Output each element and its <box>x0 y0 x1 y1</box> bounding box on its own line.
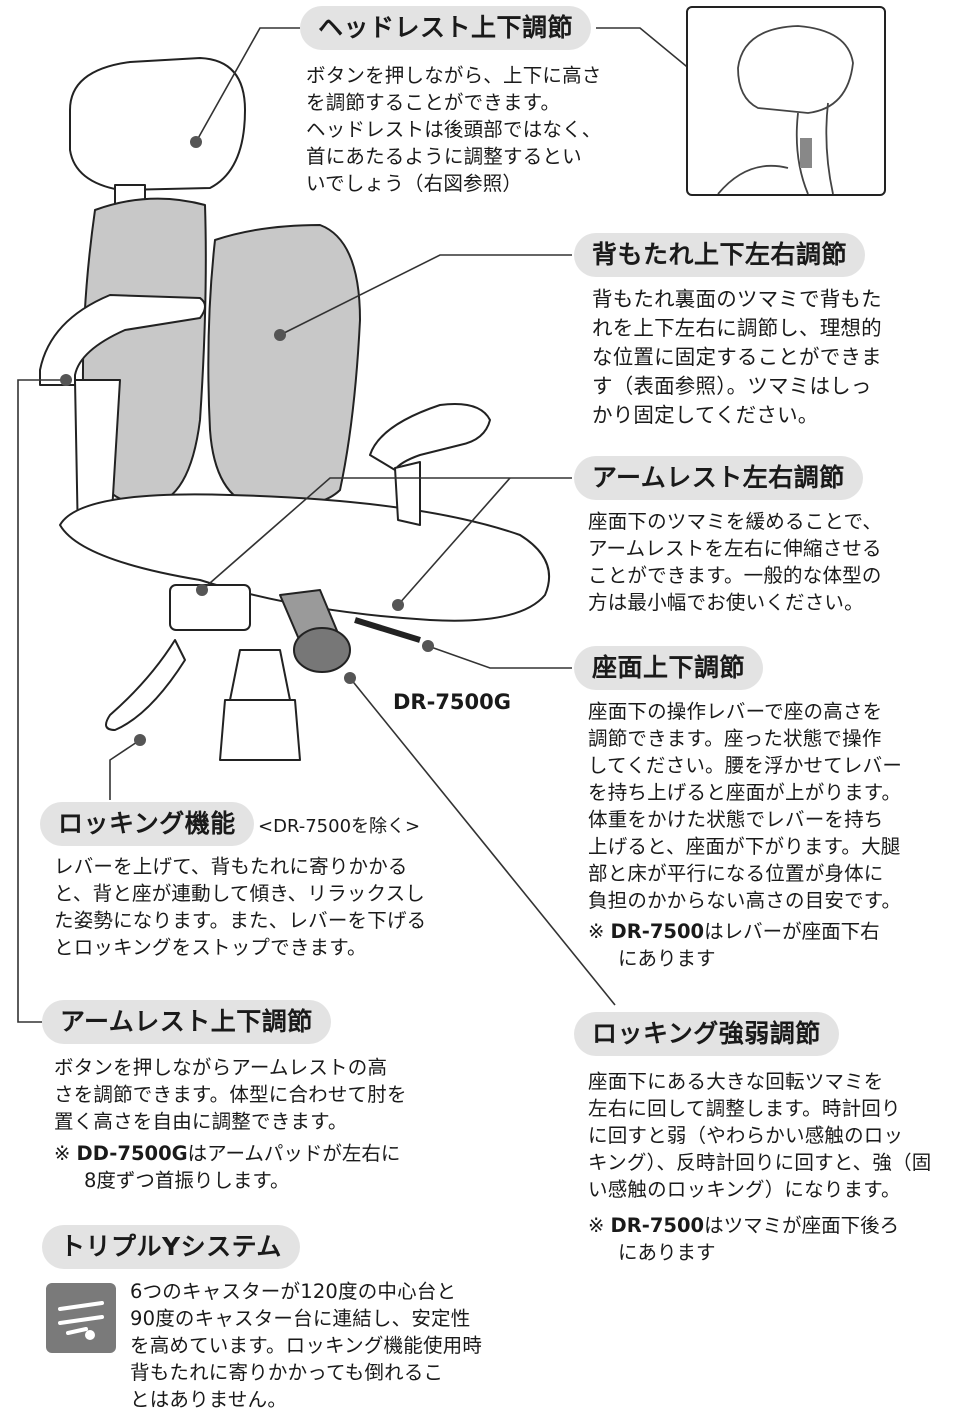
headrest-title: ヘッドレスト上下調節 <box>300 6 592 50</box>
backrest-text: 背もたれ裏面のツマミで背もた れを上下左右に調節し、理想的 な位置に固定すること… <box>592 287 882 427</box>
armrest-lr-text: 座面下のツマミを緩めることで、 アームレストを左右に伸縮させる ことができます。… <box>588 510 883 614</box>
rocking-title: ロッキング機能 <box>40 802 254 846</box>
triple-y-text: 6つのキャスターが120度の中心台と 90度のキャスター台に連結し、安定性 を高… <box>130 1280 483 1411</box>
seat-height-title: 座面上下調節 <box>574 646 764 690</box>
rocking-lever <box>105 639 186 731</box>
model-label: DR-7500G <box>393 690 512 714</box>
rocking-text: レバーを上げて、背もたれに寄りかかる と、背と座が連動して傾き、リラックスし た… <box>54 855 427 959</box>
headrest-shape <box>69 57 246 191</box>
headrest-text: ボタンを押しながら、上下に高さ を調節することができます。 ヘッドレストは後頭部… <box>306 64 602 195</box>
rocking-strength-text: 座面下にある大きな回転ツマミを 左右に回して調整します。時計回り に回すと弱（や… <box>588 1070 932 1201</box>
armrest-ud-note: ※ DD-7500Gはアームパッドが左右に 8度ずつ首振りします。 <box>54 1142 401 1192</box>
backrest-title: 背もたれ上下左右調節 <box>574 233 866 277</box>
rocking-strength-title: ロッキング強弱調節 <box>574 1012 839 1056</box>
seat-height-note: ※ DR-7500はレバーが座面下右 にあります <box>588 920 880 970</box>
headrest-inset-figure <box>686 6 886 196</box>
triple-y-icon <box>46 1283 116 1353</box>
rocking-strength-note: ※ DR-7500はツマミが座面下後ろ にあります <box>588 1214 900 1264</box>
armrest-right <box>369 403 491 471</box>
armrest-ud-text: ボタンを押しながらアームレストの高 さを調節できます。体型に合わせて肘を 置く高… <box>54 1056 407 1133</box>
armrest-left <box>39 294 206 386</box>
seat-height-text: 座面下の操作レバーで座の高さを 調節できます。座った状態で操作 してください。腰… <box>588 700 903 912</box>
back-cushion-right <box>207 224 361 510</box>
armrest-ud-title: アームレスト上下調節 <box>42 1000 331 1044</box>
seat <box>59 493 550 622</box>
rocking-subtitle: <DR-7500を除く> <box>258 816 421 837</box>
armrest-lr-title: アームレスト左右調節 <box>574 456 863 500</box>
triple-y-title: トリプルYシステム <box>42 1225 300 1269</box>
